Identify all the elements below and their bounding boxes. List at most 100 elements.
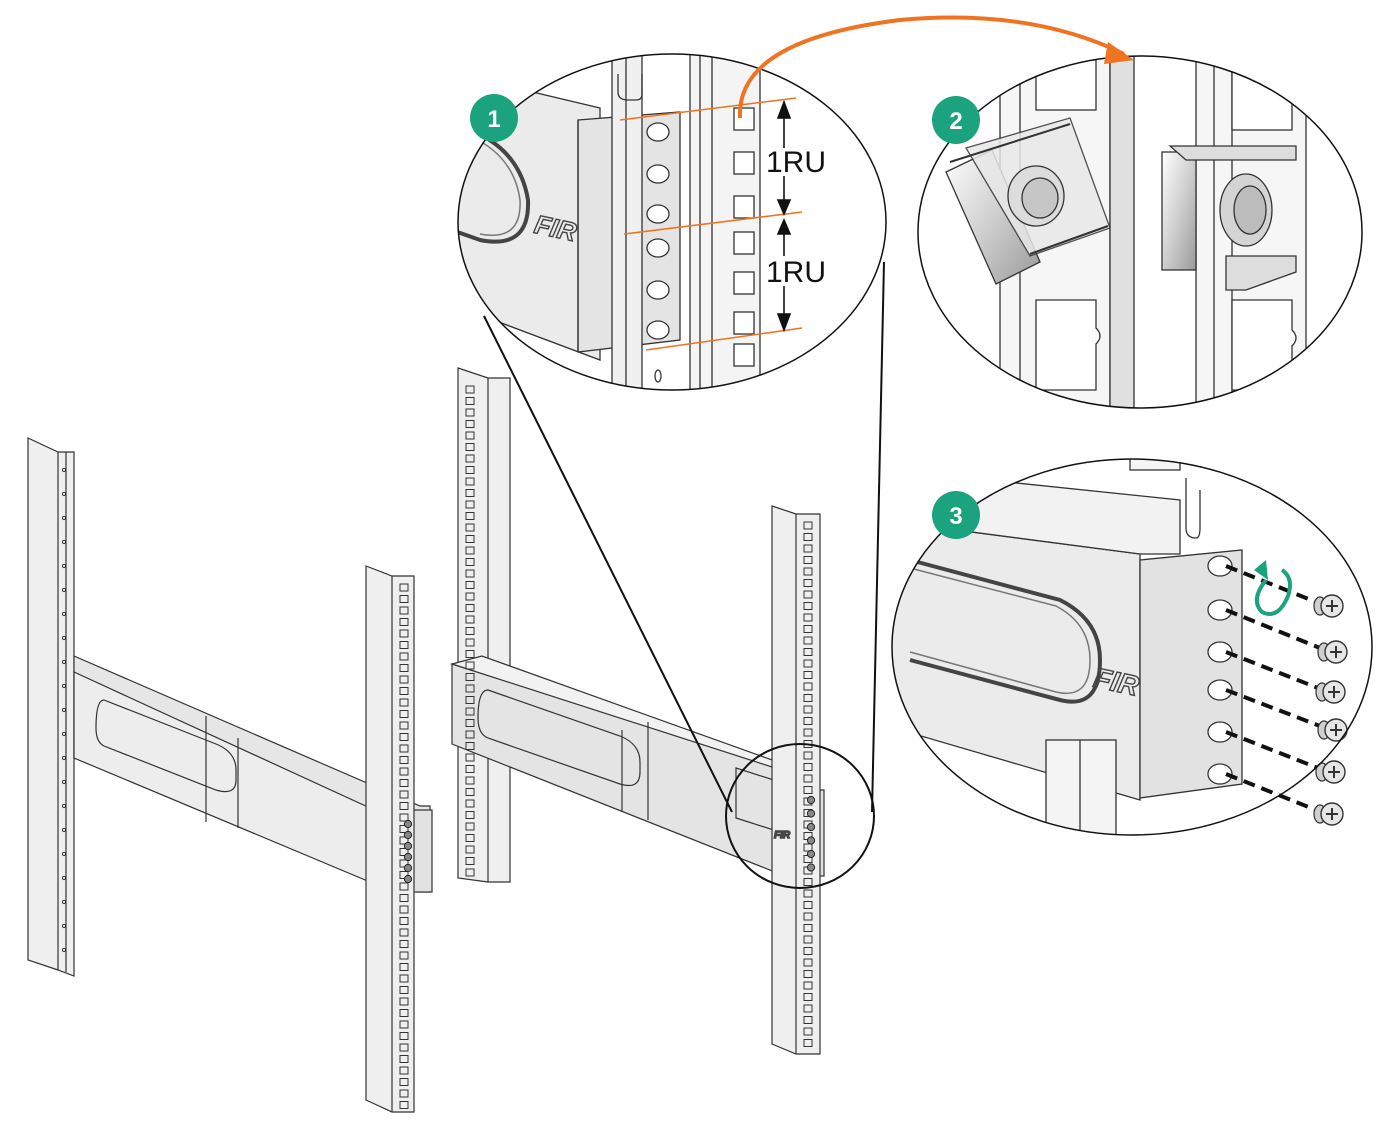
screw-path: [1225, 608, 1321, 650]
post-dot: [61, 755, 67, 761]
post-hole: [399, 1020, 409, 1029]
post-hole: [803, 625, 813, 633]
post-hole: [399, 986, 409, 994]
post-hole: [399, 894, 409, 902]
post-dot: [61, 467, 67, 473]
post-dot: [61, 947, 67, 953]
post-hole: [465, 615, 475, 624]
post-hole: [465, 592, 475, 601]
post-hole: [803, 912, 813, 921]
bracket-screw: [806, 795, 816, 805]
post-hole: [399, 698, 409, 707]
curved-arrow-head: [1104, 42, 1134, 64]
post-hole: [803, 947, 813, 955]
bracket-hole: [1207, 641, 1233, 663]
post-dot: [61, 587, 67, 593]
curved-arrow-icon: [737, 15, 1125, 119]
left-rear-post: [365, 565, 415, 1113]
post-dot: [61, 539, 67, 545]
post-dot: [61, 683, 67, 689]
post-hole: [803, 694, 813, 702]
post-dot: [61, 659, 67, 665]
step-badge-1-label: 1: [487, 106, 500, 133]
left-rail: [73, 655, 433, 893]
bracket-hole: [1207, 679, 1233, 701]
post-hole: [465, 868, 475, 877]
post-hole: [465, 546, 475, 555]
post-dot: [61, 731, 67, 737]
bracket-screw: [403, 863, 413, 873]
screw-path: [1225, 730, 1319, 770]
post-hole: [399, 1032, 409, 1040]
post-hole: [803, 636, 813, 645]
post-hole: [399, 756, 409, 764]
post-square-hole: [733, 195, 755, 219]
post-hole: [399, 859, 409, 868]
zoom-view-2: [917, 55, 1363, 409]
post-dot: [61, 491, 67, 497]
post-hole: [465, 431, 475, 440]
post-hole: [399, 779, 409, 787]
post-hole: [399, 733, 409, 741]
post-hole: [399, 618, 409, 626]
post-hole: [465, 454, 475, 463]
phillips-screw-icon: [1317, 640, 1348, 664]
post-hole: [465, 730, 475, 739]
post-hole: [399, 1078, 409, 1086]
post-hole: [399, 813, 409, 822]
post-hole: [465, 604, 475, 612]
bracket-hole: [646, 320, 670, 340]
post-dot: [61, 899, 67, 905]
post-hole: [399, 583, 409, 592]
post-hole: [465, 742, 475, 750]
post-perforations: [61, 385, 813, 1109]
post-hole: [803, 993, 813, 1001]
post-hole: [465, 512, 475, 520]
step-badge-2: 2: [932, 96, 980, 144]
post-hole: [465, 799, 475, 808]
post-hole: [803, 981, 813, 990]
post-hole: [803, 728, 813, 737]
post-hole: [803, 763, 813, 771]
post-hole: [465, 811, 475, 819]
bracket-hole: [646, 122, 670, 142]
post-hole: [399, 675, 409, 684]
post-hole: [803, 935, 813, 944]
post-hole: [803, 717, 813, 725]
post-hole: [465, 822, 475, 831]
phillips-screw-icon: [1313, 594, 1344, 618]
post-dot: [61, 851, 67, 857]
post-hole: [399, 629, 409, 638]
post-hole: [803, 533, 813, 541]
post-hole: [803, 901, 813, 909]
post-hole: [803, 843, 813, 852]
post-hole: [399, 825, 409, 833]
post-hole: [465, 581, 475, 589]
screw-path: [1225, 688, 1321, 728]
post-hole: [399, 1009, 409, 1017]
post-hole: [803, 682, 813, 691]
phillips-screw-icon: [1315, 680, 1346, 704]
post-hole: [399, 1101, 409, 1109]
bracket-hole: [646, 164, 670, 184]
post-hole: [803, 889, 813, 898]
post-hole: [465, 788, 475, 796]
post-hole: [465, 420, 475, 428]
post-hole: [465, 719, 475, 727]
bracket-screw: [806, 849, 816, 859]
rotate-clockwise-icon: [1254, 560, 1292, 616]
post-dot: [61, 563, 67, 569]
post-dot: [61, 635, 67, 641]
callout-circle: [725, 743, 875, 889]
post-hole: [399, 710, 409, 718]
post-hole: [465, 661, 475, 670]
post-hole: [465, 627, 475, 635]
post-hole: [399, 1043, 409, 1052]
post-slot: [654, 369, 662, 383]
bracket-screw: [806, 863, 816, 872]
post-hole: [465, 466, 475, 474]
post-hole: [465, 776, 475, 785]
rail-logo-small: FIR: [774, 830, 791, 841]
post-hole: [465, 500, 475, 509]
post-hole: [399, 744, 409, 753]
